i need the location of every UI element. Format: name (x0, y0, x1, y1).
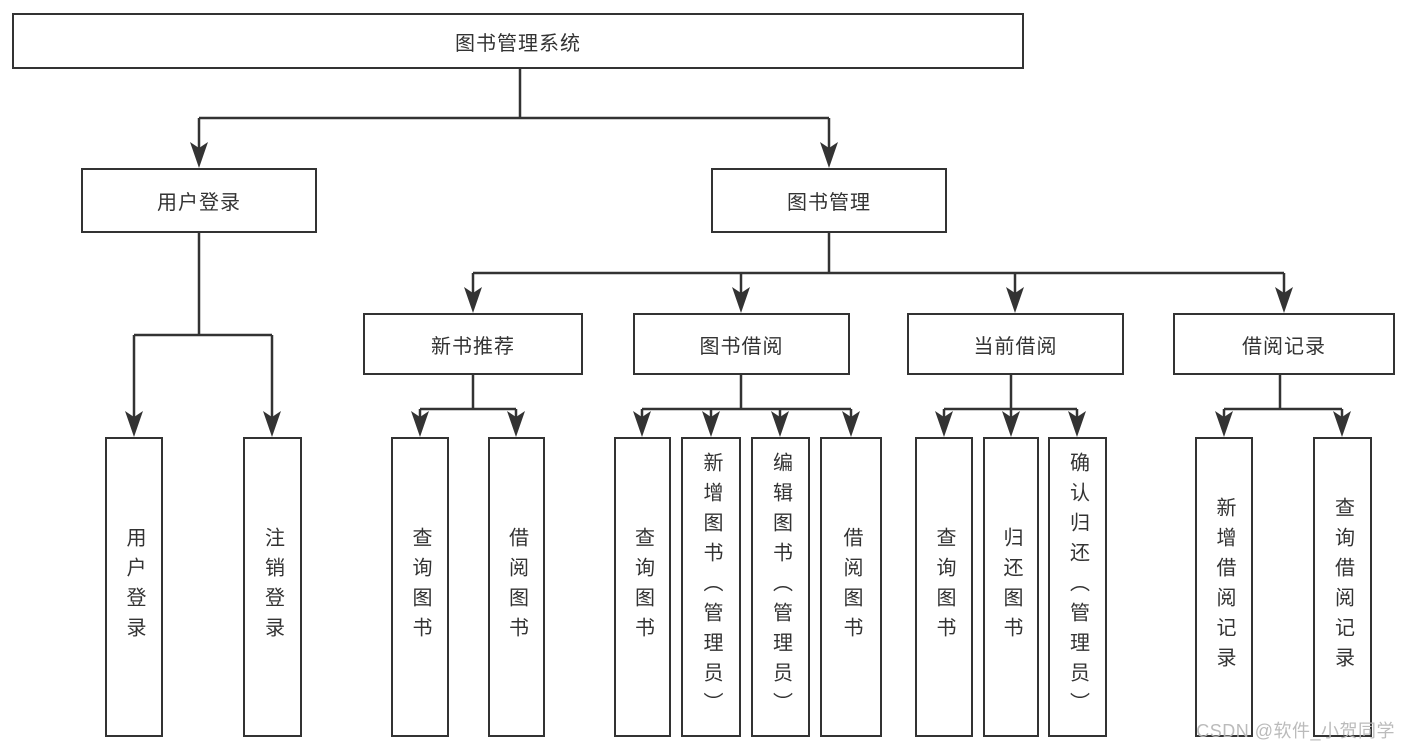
node-borrow-books: 借阅图书 (820, 437, 882, 737)
node-new-book-recommend: 新书推荐 (363, 313, 583, 375)
node-book-borrowing: 图书借阅 (633, 313, 850, 375)
node-user-login-group: 用户登录 (81, 168, 317, 233)
node-edit-books-admin: 编辑图书（管理员） (751, 437, 810, 737)
arrowheads (125, 142, 1351, 437)
node-query-books-recommend: 查询图书 (391, 437, 449, 737)
node-confirm-return-admin: 确认归还（管理员） (1048, 437, 1107, 737)
node-query-books-current: 查询图书 (915, 437, 973, 737)
node-user-login: 用户登录 (105, 437, 163, 737)
node-query-books-borrowing: 查询图书 (614, 437, 671, 737)
node-library-system: 图书管理系统 (12, 13, 1024, 69)
node-current-borrowing: 当前借阅 (907, 313, 1124, 375)
csdn-watermark: CSDN @软件_小贺同学 (1196, 721, 1395, 741)
node-add-borrow-record: 新增借阅记录 (1195, 437, 1253, 737)
node-borrowing-records: 借阅记录 (1173, 313, 1395, 375)
node-add-books-admin: 新增图书（管理员） (681, 437, 741, 737)
node-borrow-books-recommend: 借阅图书 (488, 437, 545, 737)
node-query-borrow-record: 查询借阅记录 (1313, 437, 1372, 737)
node-logout: 注销登录 (243, 437, 302, 737)
node-return-books: 归还图书 (983, 437, 1039, 737)
node-book-management: 图书管理 (711, 168, 947, 233)
